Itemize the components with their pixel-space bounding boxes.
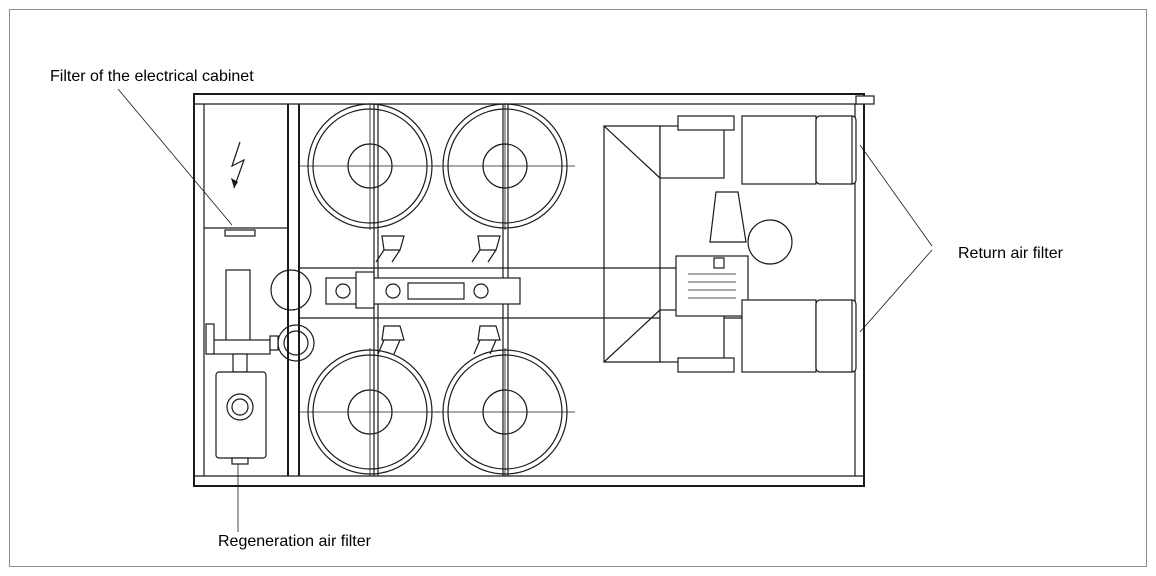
rail-port-1 bbox=[335, 283, 351, 299]
regen-manifold bbox=[211, 339, 271, 355]
cartridge-top-right bbox=[435, 103, 575, 230]
nozzle-bottom-left bbox=[381, 325, 405, 341]
hood-diag-top bbox=[603, 125, 661, 179]
lightning-icon bbox=[230, 141, 246, 189]
regen-left-flange bbox=[205, 323, 215, 355]
label-return-air-filter: Return air filter bbox=[958, 245, 1064, 262]
fan-housing bbox=[675, 255, 749, 317]
electrical-cabinet bbox=[204, 141, 288, 237]
nozzles bbox=[375, 235, 501, 355]
hood-diag-bottom bbox=[603, 309, 661, 363]
cyclone-cone bbox=[709, 191, 747, 243]
leader-cabinet-filter bbox=[117, 88, 233, 226]
distribution-pipes bbox=[300, 267, 745, 319]
regen-right-flange bbox=[269, 335, 279, 351]
return-flange-upper bbox=[677, 115, 735, 131]
fan-housing-bolt bbox=[713, 257, 725, 269]
cartridge-top-left bbox=[300, 103, 440, 230]
return-elbow-upper bbox=[659, 125, 725, 179]
return-filter-lower-body bbox=[741, 299, 817, 373]
return-elbow-lower bbox=[659, 309, 725, 363]
regen-upper-body bbox=[225, 269, 251, 343]
regen-neck bbox=[232, 353, 248, 373]
cartridge-bottom-left bbox=[300, 348, 440, 476]
return-air-assembly bbox=[603, 115, 857, 373]
rail-clamp bbox=[355, 271, 375, 309]
return-air-filter-lower bbox=[815, 299, 857, 373]
regen-port-inner bbox=[231, 398, 249, 416]
cabinet-filter-element bbox=[224, 229, 256, 237]
nozzle-top-right-tail bbox=[471, 249, 497, 263]
rail-sight-glass bbox=[407, 282, 465, 300]
nozzle-bottom-right-tail bbox=[473, 339, 497, 355]
return-filter-upper-body bbox=[741, 115, 817, 185]
duct-opening-lower-outer bbox=[277, 324, 315, 362]
nozzle-bottom-left-tail bbox=[377, 339, 401, 355]
regeneration-assembly bbox=[205, 269, 279, 465]
leader-return-filter-lower bbox=[859, 249, 933, 333]
label-regeneration-filter: Regeneration air filter bbox=[218, 533, 372, 550]
label-cabinet-filter: Filter of the electrical cabinet bbox=[50, 68, 254, 85]
hood-frame bbox=[603, 125, 661, 363]
nozzle-bottom-right bbox=[477, 325, 501, 341]
duct-openings bbox=[270, 269, 315, 362]
return-flange-lower bbox=[677, 357, 735, 373]
housing-outline bbox=[193, 93, 865, 487]
lightning-arrow-icon bbox=[231, 178, 238, 188]
cartridge-bottom-right bbox=[435, 348, 575, 476]
rail-port-3 bbox=[473, 283, 489, 299]
filter-cartridges bbox=[300, 103, 575, 476]
return-air-filter-upper bbox=[815, 115, 857, 185]
cyclone-inlet bbox=[747, 219, 793, 265]
leader-lines bbox=[117, 88, 933, 532]
duct-opening-lower-inner bbox=[283, 330, 309, 356]
duct-opening-upper bbox=[270, 269, 312, 311]
nozzle-top-left bbox=[381, 235, 405, 251]
figure-frame bbox=[9, 9, 1147, 567]
leader-return-filter-upper bbox=[859, 144, 933, 247]
nozzle-top-left-tail bbox=[375, 249, 401, 263]
nozzle-top-right bbox=[477, 235, 501, 251]
regen-port-outer bbox=[226, 393, 254, 421]
housing-corner-tab bbox=[855, 95, 875, 105]
rail-port-2 bbox=[385, 283, 401, 299]
regen-drain bbox=[231, 457, 249, 465]
